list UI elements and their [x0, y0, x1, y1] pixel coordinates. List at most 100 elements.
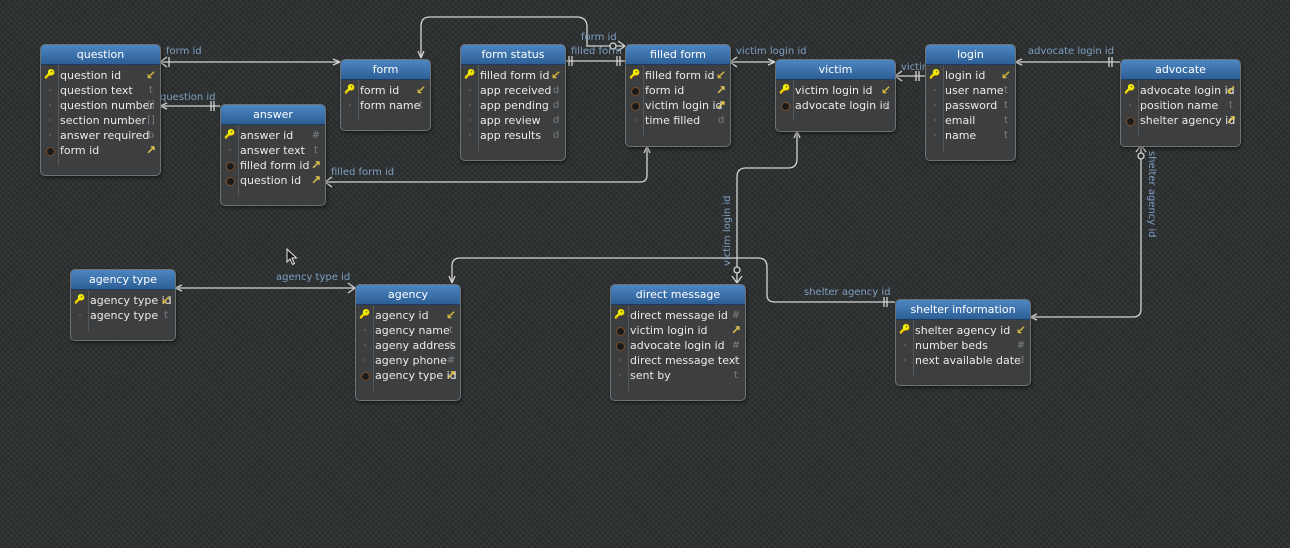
column-type: # [446, 355, 456, 366]
column-row[interactable]: 🔑advocate login id↙ [1121, 83, 1240, 98]
column-row[interactable]: 🔑agency id↙ [356, 308, 460, 323]
column-type: [] [147, 115, 155, 126]
column-bullet-icon [49, 89, 51, 91]
table-shelter-information[interactable]: shelter information 🔑shelter agency id↙nu… [895, 299, 1031, 386]
column-row[interactable]: advocate login id# [611, 338, 745, 353]
foreign-key-icon [781, 102, 790, 111]
table-header[interactable]: agency type [71, 270, 175, 290]
table-header[interactable]: direct message [611, 285, 745, 305]
column-row[interactable]: form id↗ [41, 143, 160, 158]
table-header[interactable]: agency [356, 285, 460, 305]
column-row[interactable]: ageny phone# [356, 353, 460, 368]
table-header[interactable]: answer [221, 105, 325, 125]
column-row[interactable]: 🔑shelter agency id↙ [896, 323, 1030, 338]
table-header[interactable]: login [926, 45, 1015, 65]
column-row[interactable]: 🔑login id↙ [926, 68, 1015, 83]
column-row[interactable]: agency type id↗ [356, 368, 460, 383]
reference-arrow-icon: ↗ [311, 158, 322, 172]
reference-arrow-icon: ↙ [716, 68, 727, 82]
column-row[interactable]: 🔑answer id# [221, 128, 325, 143]
foreign-key-icon [631, 87, 640, 96]
link-login-advocate-bars [1108, 57, 1113, 67]
table-header[interactable]: form status [461, 45, 565, 65]
column-row[interactable]: victim login id↗ [611, 323, 745, 338]
link-label-answer-question: question id [160, 92, 216, 103]
column-name: app received [480, 84, 552, 97]
column-bullet-icon [469, 89, 471, 91]
column-row[interactable]: section number[] [41, 113, 160, 128]
table-header[interactable]: form [341, 60, 430, 80]
column-row[interactable]: 🔑form id↙ [341, 83, 430, 98]
column-row[interactable]: 🔑filled form id↙ [461, 68, 565, 83]
column-row[interactable]: question id↗ [221, 173, 325, 188]
table-victim[interactable]: victim 🔑victim login id↙advocate login id… [775, 59, 896, 132]
column-bullet-icon [934, 89, 936, 91]
link-answer-filled [325, 146, 648, 183]
column-name: advocate login id [1140, 84, 1235, 97]
table-advocate[interactable]: advocate 🔑advocate login id↙position name… [1120, 59, 1241, 147]
column-row[interactable]: 🔑victim login id↙ [776, 83, 895, 98]
column-row[interactable]: number beds# [896, 338, 1030, 353]
column-bullet-icon [79, 314, 81, 316]
column-row[interactable]: question number[] [41, 98, 160, 113]
column-row[interactable]: victim login id↗ [626, 98, 730, 113]
table-direct-message[interactable]: direct message 🔑direct message id#victim … [610, 284, 746, 401]
table-header[interactable]: question [41, 45, 160, 65]
column-row[interactable]: 🔑filled form id↙ [626, 68, 730, 83]
column-type: # [311, 130, 321, 141]
column-row[interactable]: 🔑direct message id# [611, 308, 745, 323]
column-bullet-icon [469, 134, 471, 136]
column-row[interactable]: filled form id↗ [221, 158, 325, 173]
column-row[interactable]: advocate login id# [776, 98, 895, 113]
link-victim-login-bars [915, 71, 920, 81]
reference-arrow-icon: ↗ [716, 98, 727, 112]
table-header[interactable]: advocate [1121, 60, 1240, 80]
foreign-key-icon [616, 342, 625, 351]
column-name: name [945, 129, 977, 142]
column-row[interactable]: shelter agency id↗ [1121, 113, 1240, 128]
reference-arrow-icon: ↗ [716, 83, 727, 97]
column-name: ageny phone [375, 354, 447, 367]
column-row[interactable]: 🔑question id↙ [41, 68, 160, 83]
table-filled-form[interactable]: filled form 🔑filled form id↙form id↗victi… [625, 44, 731, 147]
table-header[interactable]: shelter information [896, 300, 1030, 320]
column-type: t [1004, 115, 1008, 126]
column-row[interactable]: form id↗ [626, 83, 730, 98]
link-victim-login-crowfoot [894, 70, 903, 82]
column-row[interactable]: 🔑agency type id↙ [71, 293, 175, 308]
column-name: filled form id [480, 69, 550, 82]
table-header[interactable]: filled form [626, 45, 730, 65]
column-name: agency type id [375, 369, 457, 382]
column-type: # [731, 310, 741, 321]
table-header[interactable]: victim [776, 60, 895, 80]
